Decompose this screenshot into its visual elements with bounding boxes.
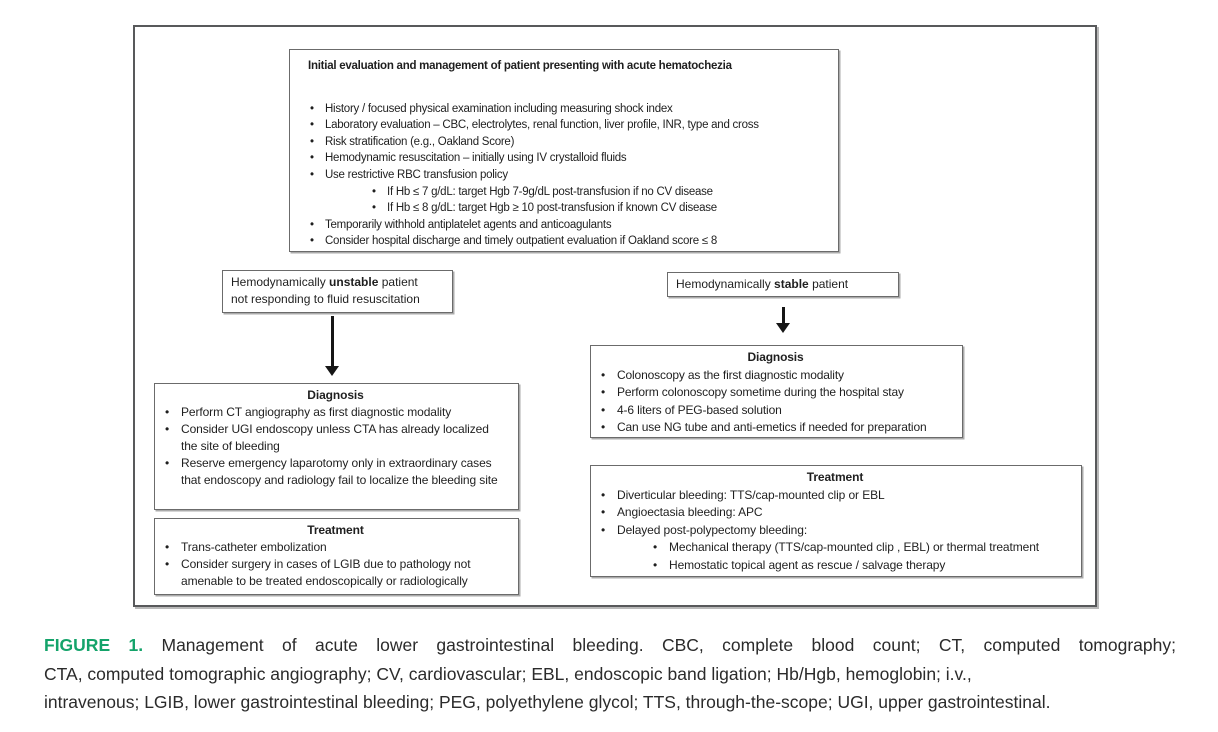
unstable-branch-box: Hemodynamically unstable patient not res…: [222, 270, 453, 313]
caption-line-2: CTA, computed tomographic angiography; C…: [44, 663, 972, 684]
unstable-branch-post: patient: [378, 275, 418, 289]
stable-diagnosis-box: Diagnosis Colonoscopy as the first diagn…: [590, 345, 963, 438]
unstable-treatment-bullets: Trans-catheter embolizationConsider surg…: [163, 539, 508, 590]
caption-line-1: FIGURE 1. Management of acute lower gast…: [44, 631, 1176, 660]
stable-branch-pre: Hemodynamically: [676, 277, 775, 291]
bullet-item: Reserve emergency laparotomy only in ext…: [163, 455, 508, 489]
unstable-branch-line2: not responding to fluid resuscitation: [231, 292, 420, 306]
arrow-stem: [781, 307, 785, 323]
bullet-item: Colonoscopy as the first diagnostic moda…: [599, 367, 952, 385]
bullet-item: Hemostatic topical agent as rescue / sal…: [651, 557, 1071, 575]
arrow-head: [325, 366, 339, 376]
stable-branch-bold: stable: [774, 277, 809, 291]
bullet-item: Hemodynamic resuscitation – initially us…: [308, 150, 828, 167]
unstable-treatment-heading: Treatment: [307, 523, 364, 537]
unstable-diagnosis-box: Diagnosis Perform CT angiography as firs…: [154, 383, 519, 510]
figure-caption: FIGURE 1. Management of acute lower gast…: [44, 631, 1176, 717]
bullet-item: Use restrictive RBC transfusion policy: [308, 167, 828, 184]
stable-diagnosis-heading: Diagnosis: [747, 350, 804, 364]
initial-evaluation-box: Initial evaluation and management of pat…: [289, 49, 839, 252]
bullet-item: Risk stratification (e.g., Oakland Score…: [308, 134, 828, 151]
bullet-item: Perform CT angiography as first diagnost…: [163, 404, 508, 421]
stable-branch-box: Hemodynamically stable patient: [667, 272, 899, 297]
stable-branch-line: Hemodynamically stable patient: [676, 276, 890, 293]
bullet-item: Consider hospital discharge and timely o…: [308, 233, 828, 250]
bullet-item: Consider surgery in cases of LGIB due to…: [163, 556, 508, 590]
caption-line-1-text: Management of acute lower gastrointestin…: [161, 635, 1176, 655]
initial-box-title: Initial evaluation and management of pat…: [308, 60, 732, 72]
flowchart-frame: Initial evaluation and management of pat…: [133, 25, 1097, 607]
bullet-item: Diverticular bleeding: TTS/cap-mounted c…: [599, 487, 1071, 505]
bullet-item: 4-6 liters of PEG-based solution: [599, 402, 952, 420]
unstable-branch-bold: unstable: [329, 275, 379, 289]
bullet-item: Can use NG tube and anti-emetics if need…: [599, 419, 952, 437]
bullet-item: History / focused physical examination i…: [308, 101, 828, 118]
arrow-head: [776, 323, 790, 333]
bullet-item: Angioectasia bleeding: APC: [599, 504, 1071, 522]
caption-line-3: intravenous; LGIB, lower gastrointestina…: [44, 692, 1051, 712]
bullet-item: If Hb ≤ 7 g/dL: target Hgb 7-9g/dL post-…: [370, 184, 828, 201]
arrow-stem: [330, 316, 334, 366]
bullet-item: Delayed post-polypectomy bleeding:: [599, 522, 1071, 540]
bullet-item: Trans-catheter embolization: [163, 539, 508, 556]
bullet-item: Mechanical therapy (TTS/cap-mounted clip…: [651, 539, 1071, 557]
stable-treatment-box: Treatment Diverticular bleeding: TTS/cap…: [590, 465, 1082, 577]
bullet-item: Laboratory evaluation – CBC, electrolyte…: [308, 117, 828, 134]
stable-treatment-bullets: Diverticular bleeding: TTS/cap-mounted c…: [599, 487, 1071, 575]
bullet-item: Temporarily withhold antiplatelet agents…: [308, 217, 828, 234]
unstable-diagnosis-heading: Diagnosis: [307, 388, 364, 402]
bullet-item: Perform colonoscopy sometime during the …: [599, 384, 952, 402]
unstable-diagnosis-bullets: Perform CT angiography as first diagnost…: [163, 404, 508, 489]
bullet-item: Consider UGI endoscopy unless CTA has al…: [163, 421, 508, 455]
stable-treatment-heading: Treatment: [806, 470, 864, 484]
stable-branch-post: patient: [808, 277, 849, 291]
unstable-branch-line1: Hemodynamically unstable patient: [231, 274, 444, 291]
stable-diagnosis-bullets: Colonoscopy as the first diagnostic moda…: [599, 367, 952, 437]
initial-box-bullets: History / focused physical examination i…: [308, 101, 828, 250]
bullet-item: If Hb ≤ 8 g/dL: target Hgb ≥ 10 post-tra…: [370, 200, 828, 217]
figure-label: FIGURE 1.: [44, 635, 144, 655]
unstable-treatment-box: Treatment Trans-catheter embolizationCon…: [154, 518, 519, 595]
unstable-down-arrow: [325, 316, 339, 376]
unstable-branch-pre: Hemodynamically: [231, 275, 330, 289]
stable-down-arrow: [776, 307, 790, 333]
